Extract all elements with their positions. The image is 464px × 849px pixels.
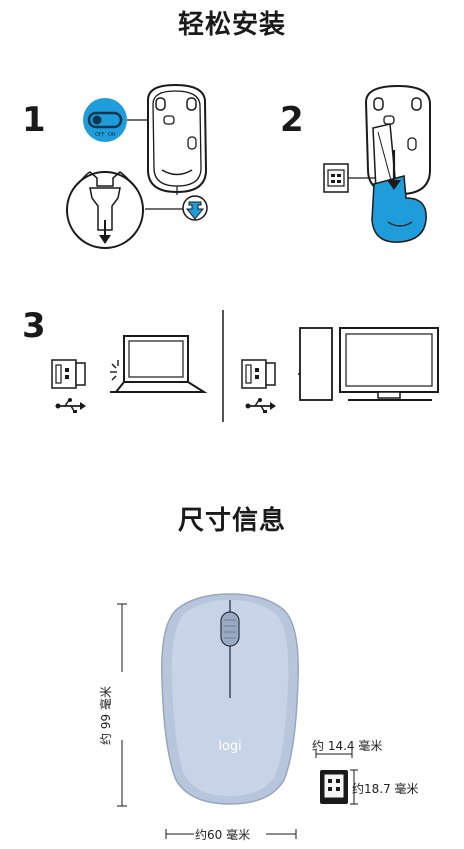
mouse-top-view: logi: [161, 593, 299, 805]
svg-text:ON: ON: [108, 132, 116, 138]
usb-receiver-icon: [323, 163, 376, 193]
step-3-number: 3: [22, 306, 46, 346]
brand-logo: logi: [218, 739, 241, 754]
scroll-wheel-icon: [220, 611, 240, 647]
battery-door-magnified-icon: [66, 171, 144, 249]
mouse-underside-icon: [147, 83, 208, 195]
step-1-number: 1: [22, 100, 46, 140]
mouse-receiver-slot-icon: [364, 84, 431, 196]
receiver-height-label: 约18.7 毫米: [352, 782, 419, 796]
battery-door-icon: [371, 175, 427, 243]
usb-symbol-icon: [245, 398, 276, 413]
power-switch-icon: OFF ON: [83, 98, 127, 142]
port-indicator-icon: [110, 360, 119, 381]
mouse-width-label: 约60 毫米: [195, 828, 251, 842]
step-2-illustration: [323, 84, 431, 243]
desktop-computer-icon: [299, 327, 439, 401]
usb-receiver-icon: [51, 359, 86, 389]
laptop-icon: [110, 335, 208, 393]
receiver-width-label: 约 14.4 毫米: [312, 739, 383, 753]
dimensions-illustration: logi: [114, 593, 358, 842]
step-2-number: 2: [280, 100, 304, 140]
usb-receiver-photo: [320, 770, 348, 804]
step-1-illustration: OFF ON: [66, 83, 208, 249]
install-title: 轻松安装: [177, 10, 286, 40]
arrow-down-icon: [387, 180, 401, 190]
svg-text:OFF: OFF: [95, 132, 105, 138]
step-3-illustration: [51, 310, 439, 422]
usb-symbol-icon: [55, 398, 86, 413]
mouse-height-label: 约 99 毫米: [98, 686, 113, 745]
dimensions-title: 尺寸信息: [177, 506, 286, 536]
usb-receiver-icon: [241, 359, 276, 389]
